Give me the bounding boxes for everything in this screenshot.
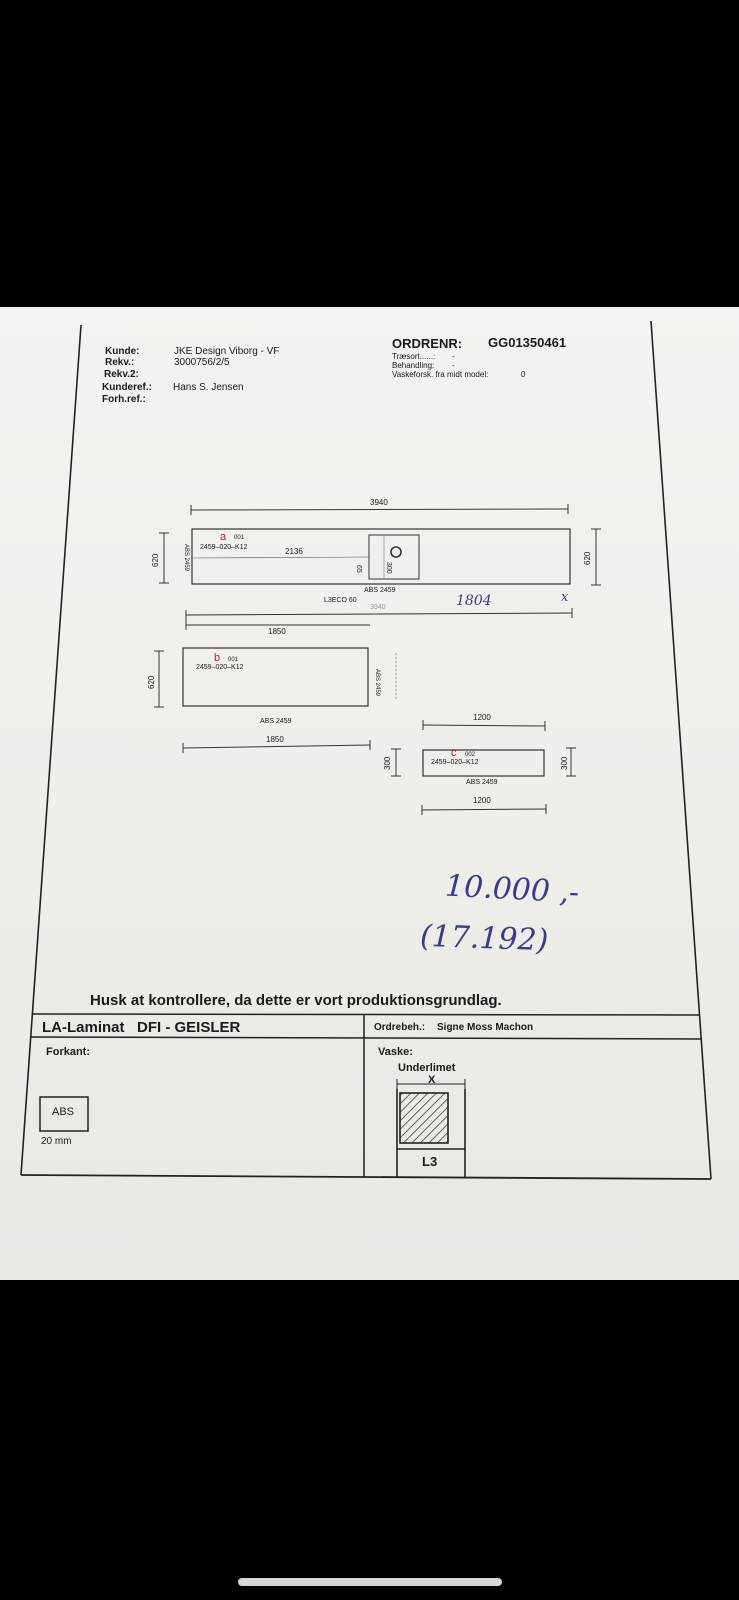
plate-c-depth-left: 300 xyxy=(383,756,392,770)
plate-a-bottom-dim: 3940 xyxy=(370,604,386,611)
frame-left-line xyxy=(20,324,82,1176)
vaske-label: Vaske: xyxy=(378,1046,413,1058)
plate-b-bottom-edge: ABS 2459 xyxy=(260,718,292,725)
behandling-label: Behandling: xyxy=(392,361,435,370)
traesort-value: - xyxy=(452,352,455,361)
plate-c-code: 2459–020–K12 xyxy=(431,759,479,766)
forkant-label: Forkant: xyxy=(46,1046,90,1058)
plate-c-outline xyxy=(391,720,576,815)
plate-b-pos: 001 xyxy=(228,657,239,663)
plate-a-width: 3940 xyxy=(370,498,388,507)
handwritten-mark: x xyxy=(561,590,569,605)
plate-c-width-bottom: 1200 xyxy=(473,796,491,805)
handwritten-dimension: 1804 xyxy=(456,593,492,609)
plate-a-outline xyxy=(159,504,601,620)
plate-b-right-edge: ABS 2459 xyxy=(374,669,380,697)
vaskeforsk-value: 0 xyxy=(521,370,526,379)
plate-b-code: 2459–020–K12 xyxy=(196,664,244,671)
plate-a-sink-back: 65 xyxy=(355,565,362,573)
plate-a-pos: 001 xyxy=(234,535,245,541)
rekv-value: 3000756/2/5 xyxy=(174,357,230,368)
kunde-label: Kunde: xyxy=(105,346,140,357)
vaske-x-marker: X xyxy=(428,1074,436,1086)
ordrebeh-label: Ordrebeh.: xyxy=(374,1022,426,1033)
vaske-model: L3 xyxy=(422,1154,438,1169)
plate-a-depth-right: 620 xyxy=(583,551,592,565)
company-name: LA-Laminat DFI - GEISLER xyxy=(42,1019,241,1036)
frame-bottom-line xyxy=(20,1174,712,1180)
plate-c-letter: c xyxy=(451,747,457,759)
plate-b-letter: b xyxy=(214,652,221,664)
plate-c-width: 1200 xyxy=(473,713,491,722)
sheet-linework xyxy=(20,320,712,1180)
forhref-label: Forh.ref.: xyxy=(102,394,146,405)
frame-right-line xyxy=(650,320,712,1180)
plate-a-sink-model: L3ECO 60 xyxy=(324,597,357,604)
plate-b-depth: 620 xyxy=(147,675,156,689)
kunderef-label: Kunderef.: xyxy=(102,382,152,393)
plate-b-outline xyxy=(154,620,397,753)
behandling-value: - xyxy=(452,361,455,370)
handwritten-previous-price: (17.192) xyxy=(419,918,549,959)
handwritten-price: 10.000 ,- xyxy=(444,868,581,911)
plate-c-bottom-edge: ABS 2459 xyxy=(466,779,498,786)
plate-a-sink-size: 300 xyxy=(385,562,392,574)
rekv2-label: Rekv.2: xyxy=(104,369,139,380)
kunderef-value: Hans S. Jensen xyxy=(173,382,244,393)
drawing-sheet: Kunde: JKE Design Viborg - VF Rekv.: 300… xyxy=(0,307,739,1280)
plate-a-sink-offset: 2136 xyxy=(285,547,303,556)
control-reminder: Husk at kontrollere, da dette er vort pr… xyxy=(90,992,502,1009)
plate-a-letter: a xyxy=(220,531,227,543)
plate-b-width-bottom: 1850 xyxy=(266,735,284,744)
plate-c-pos: 002 xyxy=(465,752,476,758)
plate-a-depth-left: 620 xyxy=(151,553,160,567)
vaskeforsk-label: Vaskeforsk. fra midt model: xyxy=(392,370,489,379)
plate-b-width: 1850 xyxy=(268,627,286,636)
kunde-value: JKE Design Viborg - VF xyxy=(174,346,280,357)
ordrebeh-value: Signe Moss Machon xyxy=(437,1022,534,1033)
rekv-label: Rekv.: xyxy=(105,357,135,368)
plate-a-left-edge: ABS 2459 xyxy=(183,544,189,572)
plate-c-depth-right: 300 xyxy=(560,756,569,770)
ordrenr-value: GG01350461 xyxy=(488,335,567,350)
forkant-type: ABS xyxy=(52,1106,75,1118)
plate-a-bottom-edge: ABS 2459 xyxy=(364,587,396,594)
ordrenr-label: ORDRENR: xyxy=(392,336,463,351)
plate-a-code: 2459–020–K12 xyxy=(200,544,248,551)
home-indicator[interactable] xyxy=(238,1578,502,1586)
traesort-label: Træsort......: xyxy=(392,352,436,361)
forkant-thickness: 20 mm xyxy=(41,1136,72,1147)
vaske-type: Underlimet xyxy=(398,1062,456,1074)
